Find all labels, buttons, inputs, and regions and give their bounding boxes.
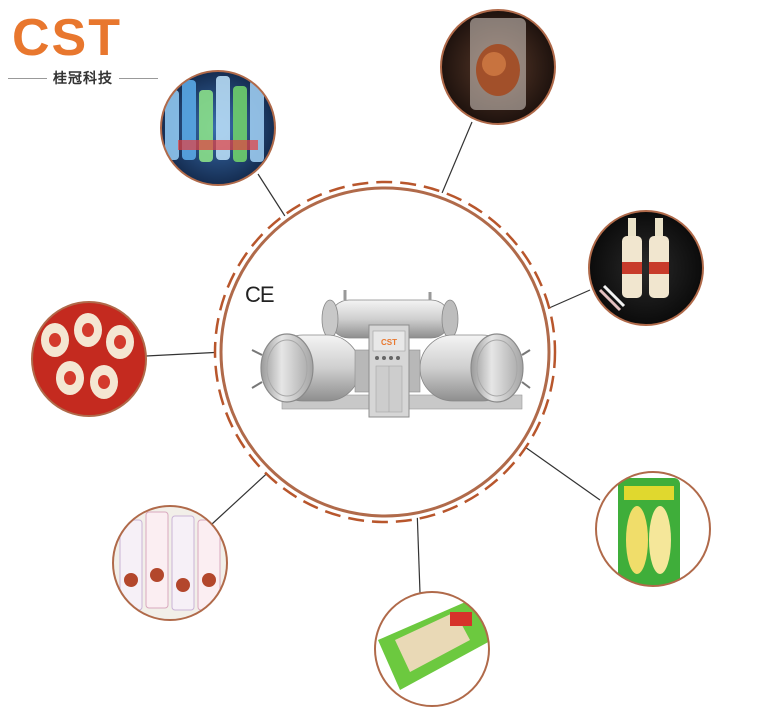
product-bottled-drinks-image <box>160 70 276 186</box>
logo-subtitle-row: 桂冠科技 <box>8 68 158 88</box>
divider <box>8 77 47 79</box>
product-vacuum-packed-meat-image <box>440 9 556 125</box>
product-glass-bottle-drink-image <box>588 210 704 326</box>
connector-lines <box>145 121 601 594</box>
ce-mark: CE <box>245 282 275 307</box>
product-vacuum-packed-chicken-feet-image <box>374 591 490 707</box>
dashed-ring <box>213 180 557 524</box>
product-packaged-eggs-image <box>31 301 147 417</box>
retort-machine-image: CST <box>251 290 531 418</box>
logo-text: CST <box>12 9 122 67</box>
divider <box>119 77 158 79</box>
logo-subtitle: 桂冠科技 <box>53 71 113 87</box>
brand-logo: CST 桂冠科技 <box>8 8 158 88</box>
product-packaged-snacks-image <box>112 505 228 621</box>
svg-text:CST: CST <box>381 338 397 347</box>
product-vacuum-packed-corn-image <box>595 471 711 587</box>
